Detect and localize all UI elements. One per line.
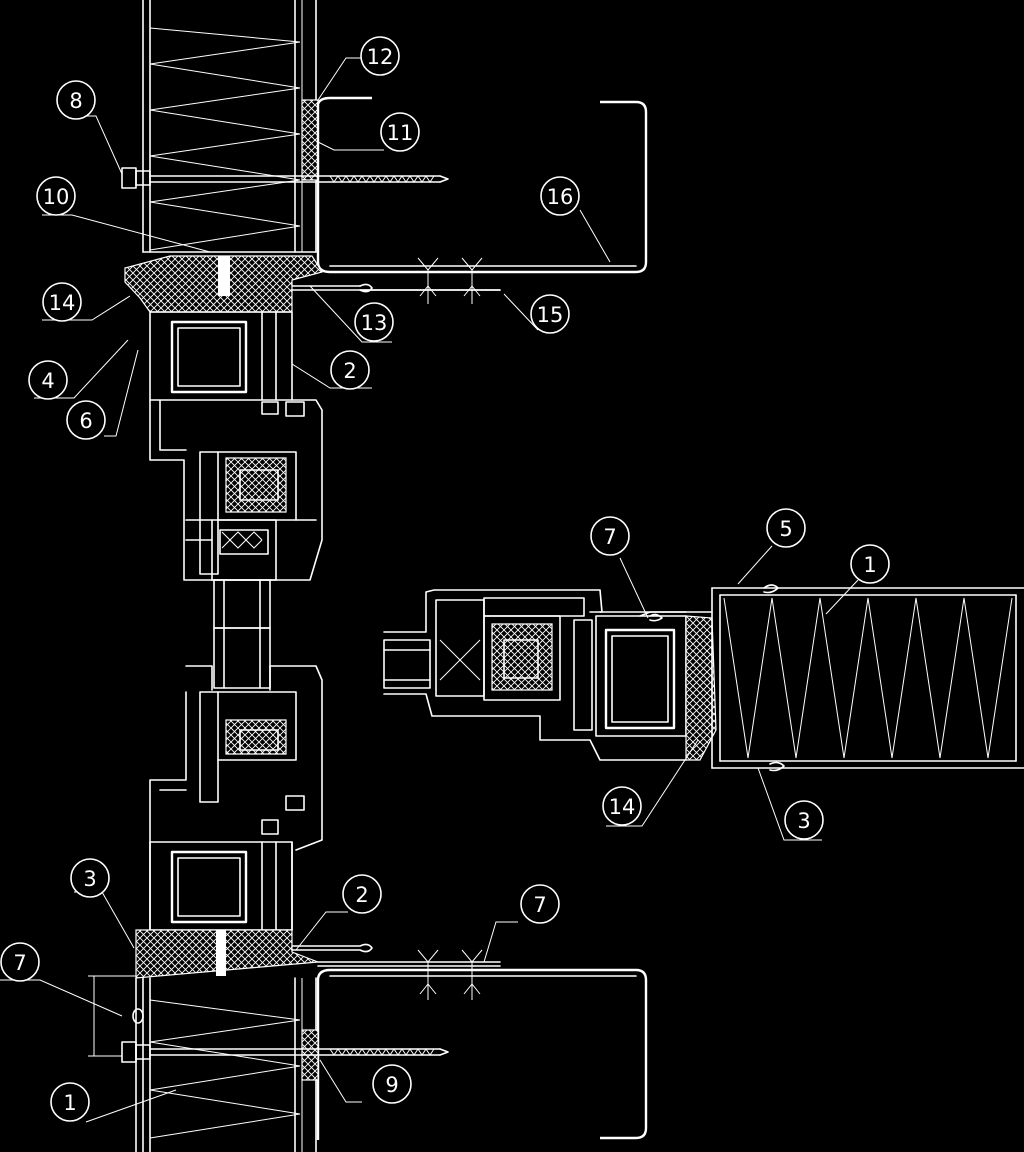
head-foam-block: [124, 255, 323, 313]
callout-circle: [766, 508, 806, 548]
callout-label: 16: [547, 185, 574, 209]
callout-label: 3: [83, 867, 96, 891]
callout-c1-bottom: 1: [50, 1082, 90, 1122]
callout-circle: [784, 800, 824, 840]
callout-circle: [66, 400, 106, 440]
callout-c1-jamb: 1: [850, 544, 890, 584]
callout-label: 1: [863, 553, 876, 577]
callout-c16-top: 16: [540, 176, 580, 216]
callout-c11-top: 11: [380, 112, 420, 152]
callout-circle: [602, 786, 642, 826]
callout-label: 14: [609, 795, 636, 819]
callout-c15-top: 15: [530, 294, 570, 334]
callout-circle: [380, 112, 420, 152]
callout-label: 10: [43, 185, 70, 209]
callout-c4-top: 4: [28, 360, 68, 400]
callout-c14-jamb: 14: [602, 786, 642, 826]
lower-window-frame: [149, 665, 323, 951]
callout-circle: [342, 874, 382, 914]
callout-circle: [28, 360, 68, 400]
callout-c3-jamb: 3: [784, 800, 824, 840]
callout-c5-jamb: 5: [766, 508, 806, 548]
callout-circle: [330, 350, 370, 390]
callout-c10-top: 10: [36, 176, 76, 216]
callout-c7-bottom: 7: [520, 884, 560, 924]
callout-circle: [36, 176, 76, 216]
callout-circle: [530, 294, 570, 334]
callout-label: 12: [367, 45, 394, 69]
callout-label: 2: [343, 359, 356, 383]
sill-membrane: [291, 943, 501, 1000]
head-membrane: [291, 257, 501, 304]
callout-c2-top: 2: [330, 350, 370, 390]
callout-c8-top: 8: [56, 80, 96, 120]
callout-label: 6: [79, 409, 92, 433]
callout-layer: 12 8 11 10 16 14 13 15 4 2 6 7 5 1 14 3 3 2 7 7 9 1: [0, 36, 890, 1122]
callout-label: 14: [49, 291, 76, 315]
callout-circle: [354, 302, 394, 342]
callout-circle: [50, 1082, 90, 1122]
callout-circle: [520, 884, 560, 924]
callout-label: 2: [355, 883, 368, 907]
callout-c13-top: 13: [354, 302, 394, 342]
callout-circle: [360, 36, 400, 76]
jamb-window-profile: [383, 589, 717, 761]
glazing-unit: [213, 579, 271, 689]
callout-label: 4: [41, 369, 54, 393]
callout-label: 5: [779, 517, 792, 541]
callout-label: 7: [13, 951, 26, 975]
callout-label: 1: [63, 1091, 76, 1115]
callout-circle: [56, 80, 96, 120]
callout-c9-bottom: 9: [372, 1064, 412, 1104]
lower-support-bracket: [316, 968, 648, 1140]
upper-support-bracket: [316, 96, 648, 274]
upper-anchor-screw: [121, 167, 449, 189]
callout-label: 7: [533, 893, 546, 917]
lower-wall-panel: [135, 977, 319, 1152]
callout-c7-left: 7: [0, 942, 40, 982]
callout-c14-top: 14: [42, 282, 82, 322]
upper-seal-strip: [301, 99, 319, 181]
callout-label: 7: [603, 525, 616, 549]
callout-label: 13: [361, 311, 388, 335]
callout-circle: [590, 516, 630, 556]
callout-label: 8: [69, 89, 82, 113]
upper-wall-panel: [142, 0, 317, 253]
callout-circle: [850, 544, 890, 584]
callout-c3-bottom: 3: [70, 858, 110, 898]
callout-label: 9: [385, 1073, 398, 1097]
callout-c7-jamb: 7: [590, 516, 630, 556]
upper-window-frame: [149, 311, 323, 581]
lower-anchor-screw: [88, 975, 449, 1063]
callout-label: 15: [537, 303, 564, 327]
jamb-wall-panel: [639, 584, 1024, 772]
callout-c2-bottom: 2: [342, 874, 382, 914]
callout-label: 11: [387, 121, 414, 145]
callout-circle: [372, 1064, 412, 1104]
callout-c12-top: 12: [360, 36, 400, 76]
sill-foam-block: [135, 929, 319, 979]
callout-c6-top: 6: [66, 400, 106, 440]
callout-circle: [70, 858, 110, 898]
callout-circle: [42, 282, 82, 322]
callout-label: 3: [797, 809, 810, 833]
callout-circle: [540, 176, 580, 216]
callout-circle: [0, 942, 40, 982]
